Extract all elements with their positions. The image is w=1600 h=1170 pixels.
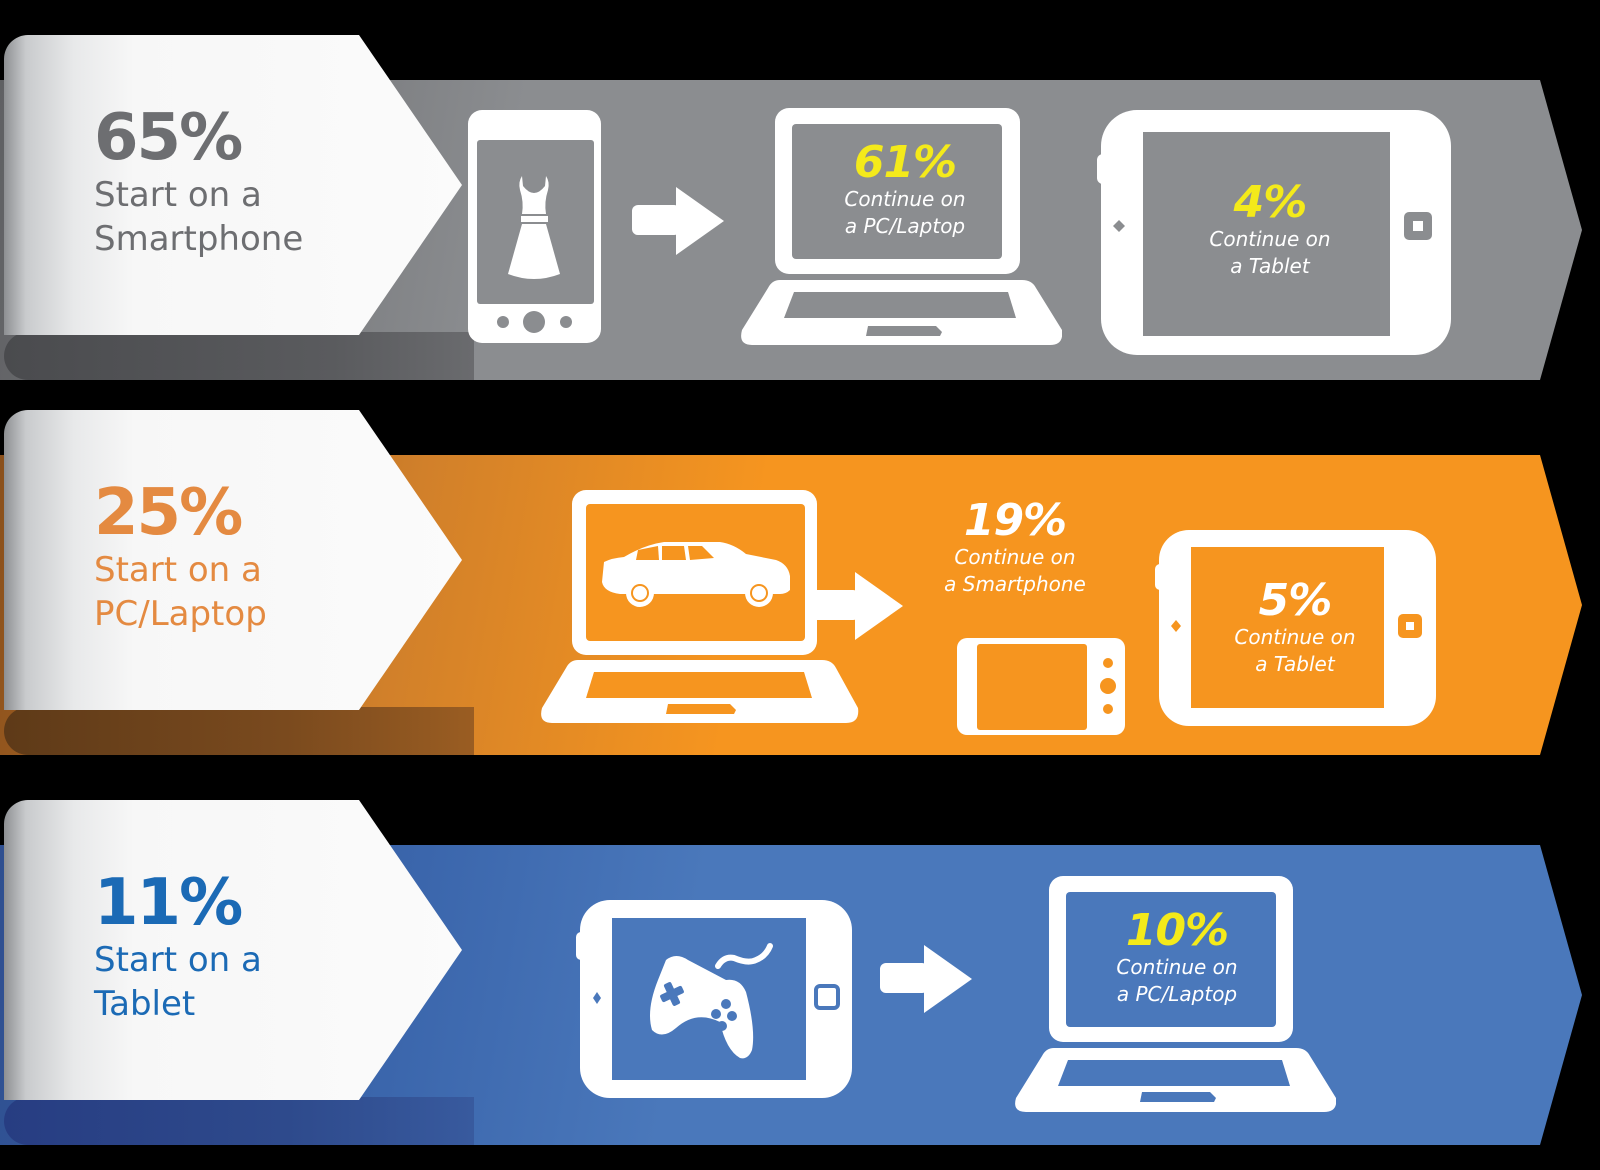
row-tablet: 11% Start on a Tablet bbox=[0, 800, 1600, 1150]
arrow-right-head bbox=[924, 945, 972, 1013]
start-tab: 25% Start on a PC/Laptop bbox=[4, 410, 462, 710]
continue-percent: 5% bbox=[1258, 575, 1333, 626]
continue-tablet: 5% Continue on a Tablet bbox=[1190, 578, 1400, 678]
continue-laptop: 10% Continue on a PC/Laptop bbox=[1062, 908, 1292, 1008]
start-percent: 25% bbox=[94, 476, 243, 550]
start-label: 65% Start on a Smartphone bbox=[94, 101, 304, 259]
arrow-right-icon bbox=[632, 205, 680, 235]
continue-laptop: 61% Continue on a PC/Laptop bbox=[790, 140, 1020, 240]
start-label: 11% Start on a Tablet bbox=[94, 866, 262, 1024]
continue-tablet: 4% Continue on a Tablet bbox=[1160, 180, 1380, 280]
arrow-right-icon bbox=[811, 590, 859, 620]
arrow-right-head bbox=[676, 187, 724, 255]
row-smartphone: 65% Start on a Smartphone 61% Co bbox=[0, 35, 1600, 385]
laptop-icon bbox=[740, 108, 1063, 345]
smartphone-landscape-icon bbox=[957, 638, 1125, 735]
start-percent: 11% bbox=[94, 866, 243, 940]
row-laptop: 25% Start on a PC/Laptop 19% bbox=[0, 410, 1600, 760]
start-label: 25% Start on a PC/Laptop bbox=[94, 476, 267, 634]
continue-percent: 10% bbox=[1125, 905, 1229, 956]
arrow-right-head bbox=[855, 572, 903, 640]
tab-fold bbox=[4, 332, 474, 380]
laptop-car-icon bbox=[540, 490, 860, 723]
continue-percent: 61% bbox=[853, 137, 957, 188]
continue-percent: 4% bbox=[1233, 177, 1308, 228]
laptop-icon bbox=[1014, 876, 1337, 1112]
smartphone-dress-icon bbox=[468, 110, 601, 343]
arrow-right-icon bbox=[880, 963, 928, 993]
tablet-icon bbox=[1155, 530, 1436, 726]
tablet-icon bbox=[1097, 110, 1451, 355]
start-tab: 11% Start on a Tablet bbox=[4, 800, 462, 1100]
start-percent: 65% bbox=[94, 101, 243, 175]
tab-fold bbox=[4, 1097, 474, 1145]
continue-percent: 19% bbox=[963, 495, 1067, 546]
tab-fold bbox=[4, 707, 474, 755]
tablet-gamepad-icon bbox=[576, 900, 852, 1098]
start-tab: 65% Start on a Smartphone bbox=[4, 35, 462, 335]
continue-smartphone: 19% Continue on a Smartphone bbox=[915, 498, 1115, 598]
